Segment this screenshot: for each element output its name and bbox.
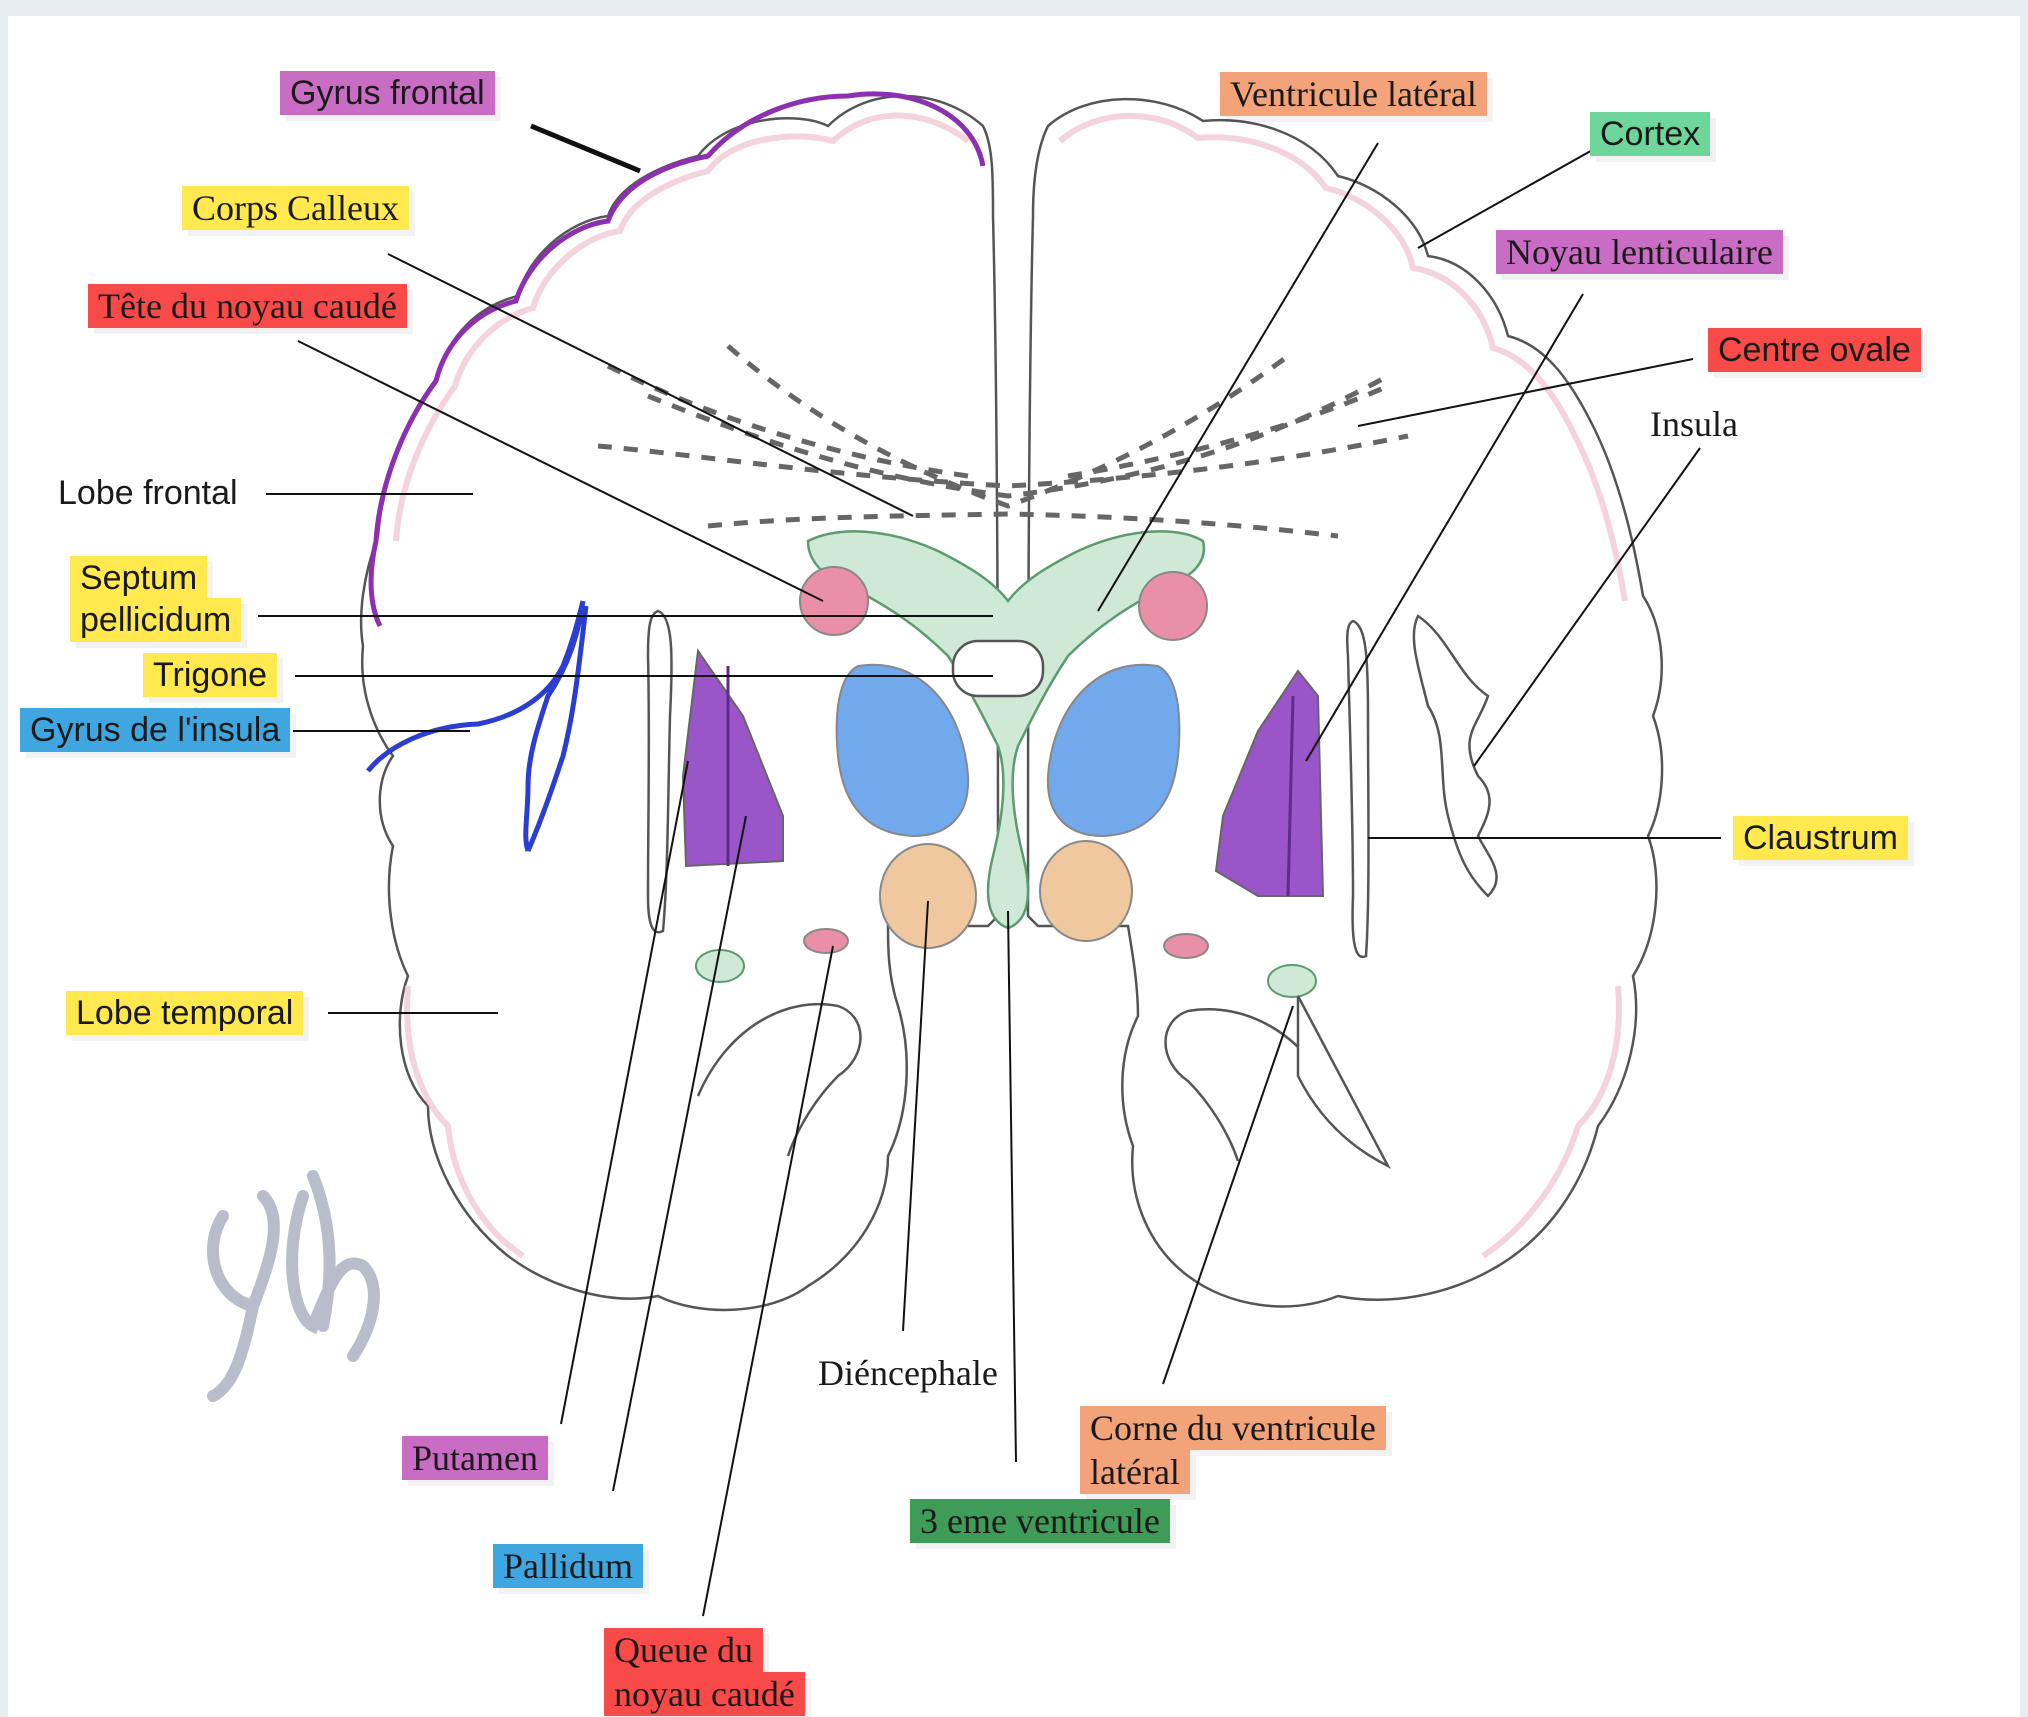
temporal-horn-right	[1268, 965, 1316, 997]
label-cortex: Cortex	[1590, 112, 1710, 156]
label-trigone: Trigone	[143, 653, 277, 697]
caudate-tail-left	[804, 929, 848, 953]
label-ventricule-lateral: Ventricule latéral	[1220, 72, 1487, 116]
label-lobe-temporal: Lobe temporal	[66, 991, 303, 1035]
label-lobe-frontal: Lobe frontal	[48, 471, 248, 515]
label-centre-ovale: Centre ovale	[1708, 328, 1921, 372]
label-septum-line2: pellicidum	[70, 598, 241, 642]
caudate-head-right	[1139, 572, 1207, 640]
label-septum-line1: Septum	[70, 556, 207, 600]
caudate-head-left	[800, 567, 868, 635]
author-watermark	[193, 1156, 453, 1421]
thalamus-right	[1040, 841, 1132, 941]
label-noyau-lenticulaire: Noyau lenticulaire	[1496, 230, 1783, 274]
diagram-frame: Gyrus frontal Corps Calleux Tête du noya…	[8, 16, 2020, 1717]
label-corps-calleux: Corps Calleux	[182, 186, 409, 230]
label-diencephale: Diéncephale	[808, 1351, 1008, 1395]
label-corne-line2: latéral	[1080, 1450, 1190, 1494]
label-putamen: Putamen	[402, 1436, 548, 1480]
label-queue-line2: noyau caudé	[604, 1672, 805, 1716]
label-gyrus-insula: Gyrus de l'insula	[20, 708, 290, 752]
trigone-space	[953, 641, 1043, 696]
caudate-tail-right	[1164, 934, 1208, 958]
temporal-horn-left	[696, 950, 744, 982]
label-tete-noyau-caude: Tête du noyau caudé	[88, 284, 407, 328]
label-claustrum: Claustrum	[1733, 816, 1908, 860]
label-insula: Insula	[1640, 402, 1748, 446]
label-gyrus-frontal: Gyrus frontal	[280, 71, 495, 115]
label-pallidum: Pallidum	[493, 1544, 643, 1588]
thalamus-left	[880, 844, 976, 948]
label-troisieme-ventricule: 3 eme ventricule	[910, 1499, 1170, 1543]
label-corne-line1: Corne du ventricule	[1080, 1406, 1386, 1450]
label-queue-line1: Queue du	[604, 1628, 763, 1672]
